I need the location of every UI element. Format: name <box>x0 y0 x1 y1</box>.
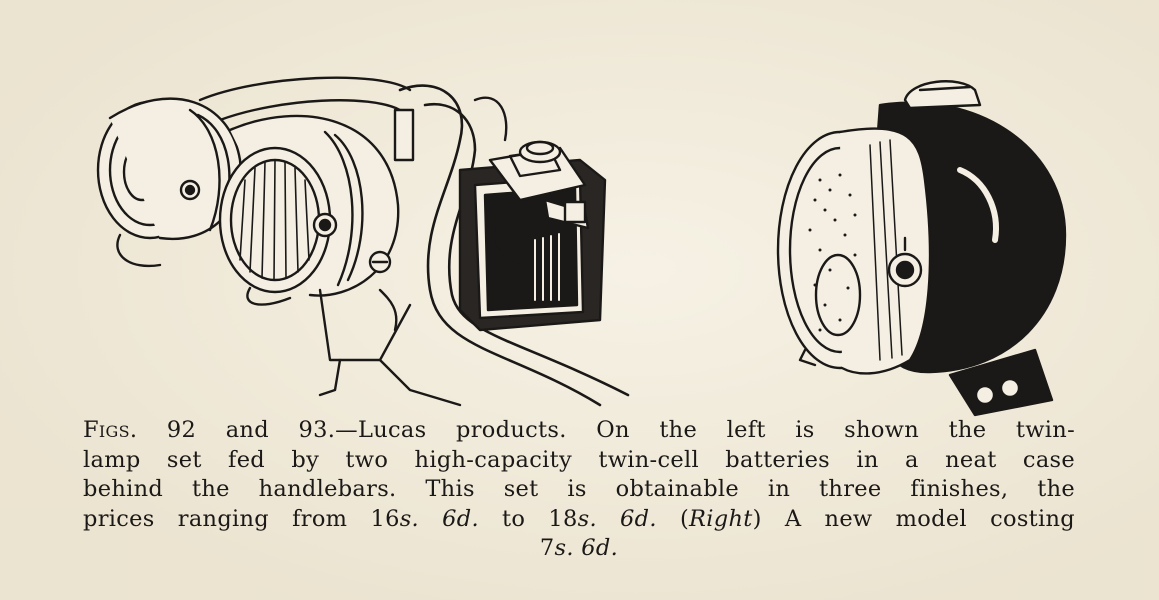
caption-text: 92 and 93.—Lucas products. On the left i… <box>137 417 1075 443</box>
price-unit: s. 6d. <box>577 505 657 532</box>
right-lamp-icon <box>218 114 400 306</box>
caption-line-3: behind the handlebars. This set is obtai… <box>83 476 1075 502</box>
price-unit: s. 6d. <box>399 505 479 532</box>
caption-line-5: 7s. 6d. <box>83 534 1075 564</box>
figure-caption: Figs. 92 and 93.—Lucas products. On the … <box>83 416 1075 564</box>
caption-text: 7 <box>539 535 555 561</box>
right-label: Right <box>689 505 753 532</box>
single-lamp-illustration <box>760 60 1080 420</box>
caption-line-4: prices ranging from 16s. 6d. to 18s. 6d.… <box>83 505 1075 535</box>
twin-lamp-illustration <box>80 60 660 420</box>
lamp-body-icon <box>776 80 1067 375</box>
caption-line-2: lamp set fed by two high-capacity twin-c… <box>83 446 1075 473</box>
battery-case-icon <box>458 140 607 332</box>
caption-text: prices ranging from 16 <box>83 505 400 532</box>
caption-text: ) A new model costing <box>752 505 1075 532</box>
caption-text: to 18 <box>478 505 578 532</box>
left-lamp-icon <box>96 97 242 268</box>
caption-text: ( <box>656 505 690 532</box>
caption-line-1: Figs. 92 and 93.—Lucas products. On the … <box>83 416 1075 446</box>
price-unit: s. 6d. <box>554 535 619 561</box>
fig-label: Figs. <box>83 417 138 443</box>
